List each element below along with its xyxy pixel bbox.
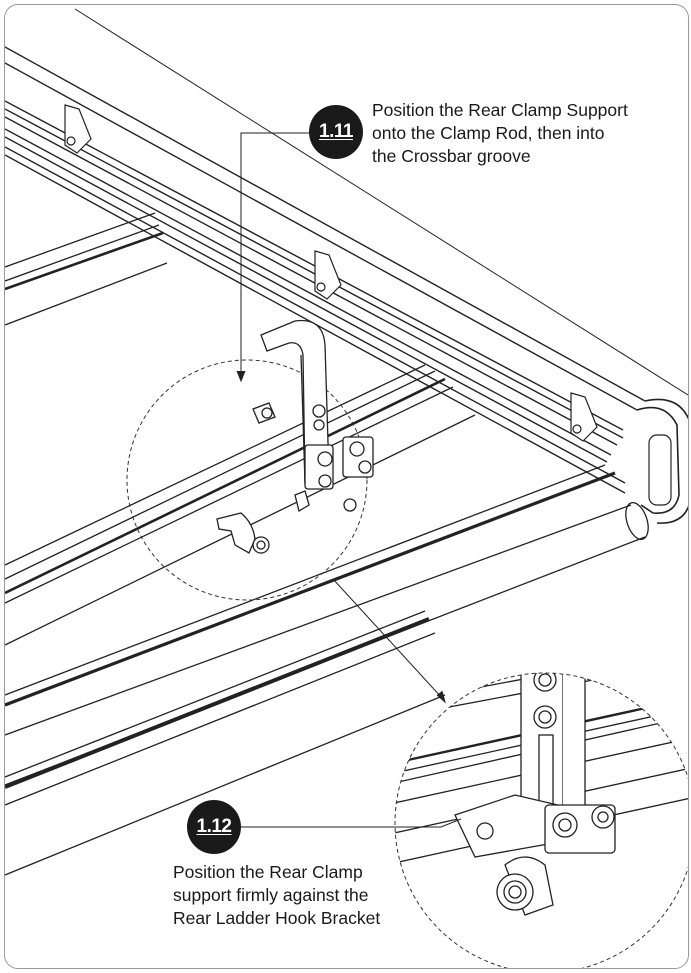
step-1-12-line: support firmly against the (173, 885, 369, 905)
step-1-12-badge: 1.12 (187, 800, 241, 854)
roof-rack-illustration (5, 8, 688, 968)
upper-crossbar (5, 212, 168, 326)
step-1-12-line: Position the Rear Clamp (173, 862, 363, 882)
lower-crossbar (5, 610, 446, 876)
step-1-11-line: Position the Rear Clamp Support (372, 100, 628, 120)
step-1-11-line: the Crossbar groove (372, 146, 531, 166)
step-1-11-badge: 1.11 (309, 105, 363, 159)
step-1-12-leader (241, 818, 462, 828)
step-1-11-instructions: Position the Rear Clamp Support onto the… (372, 99, 628, 168)
instruction-panel: 1.11 Position the Rear Clamp Support ont… (4, 4, 689, 969)
step-1-11-leader (236, 132, 313, 383)
step-1-12-line: Rear Ladder Hook Bracket (173, 908, 381, 928)
middle-crossbar (5, 364, 476, 646)
zoom-detail (394, 672, 688, 968)
rear-clamp-support (216, 319, 374, 554)
step-1-11-line: onto the Clamp Rod, then into (372, 123, 605, 143)
step-1-12-instructions: Position the Rear Clamp support firmly a… (173, 861, 380, 930)
rail-brackets (64, 104, 598, 442)
zoom-arrow (332, 578, 446, 704)
detail-circle (126, 359, 368, 601)
